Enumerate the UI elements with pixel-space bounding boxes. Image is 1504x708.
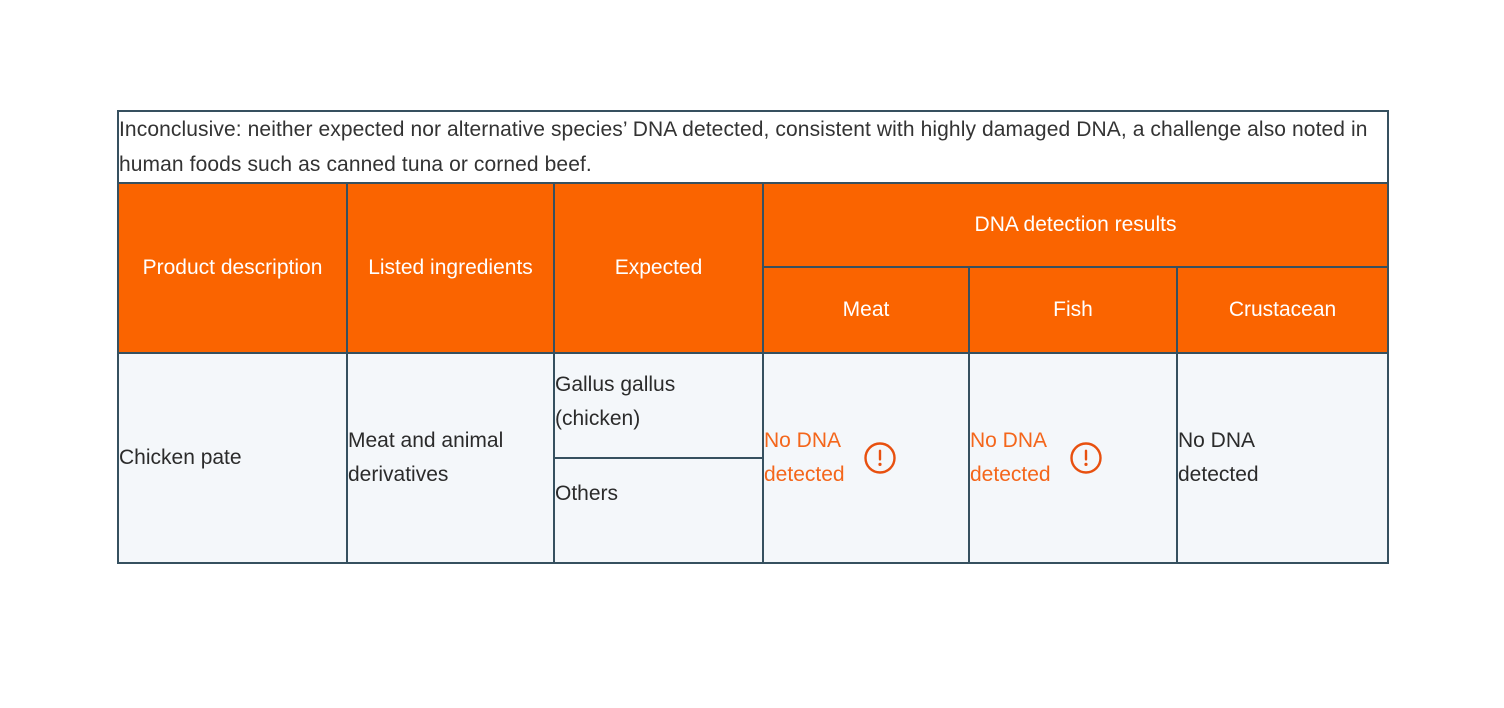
result-fish-content: No DNA detected (970, 424, 1176, 492)
cell-result-fish: No DNA detected (968, 352, 1178, 564)
dna-results-table: Inconclusive: neither expected nor alter… (116, 110, 1390, 564)
table-row-expected-secondary: Others (118, 457, 1388, 564)
note-row: Inconclusive: neither expected nor alter… (116, 110, 1390, 184)
result-crustacean-content: No DNA detected (1178, 424, 1387, 492)
result-crustacean-label: No DNA detected (1178, 429, 1259, 486)
header-fish: Fish (968, 266, 1178, 354)
exclamation-circle-icon (1069, 442, 1102, 474)
header-sub-row: Meat Fish Crustacean (118, 266, 1390, 354)
cell-expected-primary: Gallus gallus (chicken) (553, 352, 764, 459)
header-meat: Meat (762, 266, 970, 354)
header-listed-ingredients: Listed ingredients (346, 182, 555, 354)
result-fish-label: No DNA detected (970, 429, 1051, 486)
inconclusive-note-text: Inconclusive: neither expected nor alter… (119, 118, 1368, 176)
header-crustacean: Crustacean (1175, 266, 1390, 354)
header-expected: Expected (553, 182, 764, 354)
cell-result-meat: No DNA detected (762, 352, 970, 564)
cell-expected-secondary: Others (553, 457, 764, 564)
cell-listed-ingredients: Meat and animal derivatives (346, 352, 555, 564)
header-dna-detection-results: DNA detection results (761, 182, 1390, 268)
inconclusive-note-cell: Inconclusive: neither expected nor alter… (116, 110, 1390, 184)
result-meat-label: No DNA detected (764, 429, 845, 486)
result-meat-content: No DNA detected (764, 424, 968, 492)
cell-product-description: Chicken pate (117, 352, 348, 564)
exclamation-circle-icon (863, 442, 896, 474)
table-row: Chicken pate Meat and animal derivatives… (117, 352, 1390, 564)
header-product-description: Product description (117, 182, 348, 354)
header-group-row: Product description Listed ingredients E… (117, 182, 1390, 354)
cell-result-crustacean: No DNA detected (1175, 352, 1390, 564)
